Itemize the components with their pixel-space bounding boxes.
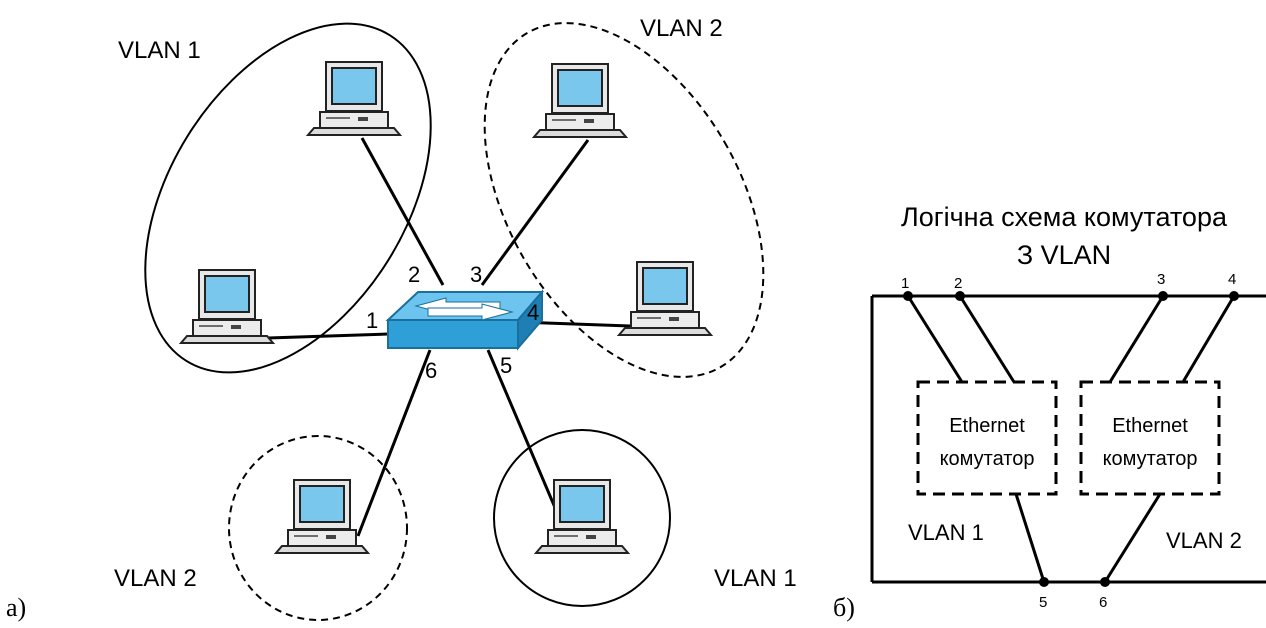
link-port5 [486,349,558,511]
ethernet-switch-box-1 [916,380,1058,496]
vlan2-group-bottom-left [228,435,408,621]
port-label-6: 6 [425,358,437,383]
logic-vlan1-label: VLAN 1 [908,520,984,545]
computer-icon-vlan1-top [307,61,401,136]
port-label-4: 4 [527,300,539,325]
switch2-label-line2: комутатор [1103,448,1198,470]
computer-icon-vlan2-top [533,63,627,138]
link-port3 [480,139,590,286]
panel-label-a: а) [6,593,26,622]
left-diagram: VLAN 1 VLAN 2 VLAN 2 VLAN 1 1 2 3 4 5 6 … [6,15,797,622]
port-dot-3 [1158,291,1168,301]
logic-port-label-1: 1 [901,275,909,292]
link-port2 [360,137,445,286]
logic-port-label-2: 2 [954,275,962,292]
port-dot-2 [955,291,965,301]
panel-label-b: б) [833,593,855,622]
logic-diagram-title-line1: Логічна схема комутатора [901,202,1228,232]
conn-port1 [906,295,964,383]
port-label-5: 5 [500,353,512,378]
port-dot-5 [1039,577,1049,587]
vlan-label-top-right: VLAN 2 [640,15,723,42]
vlan-label-top-left: VLAN 1 [118,37,201,64]
conn-port2 [958,295,1016,383]
conn-port5 [1014,493,1046,583]
vlan2-group-top-right [483,22,765,378]
port-label-1: 1 [366,308,378,333]
switch1-label-line2: комутатор [940,448,1035,470]
link-port1 [267,332,389,340]
logic-port-label-6: 6 [1099,594,1107,611]
vlan1-group-top-left [144,22,432,374]
port-dot-1 [903,291,913,301]
port-dot-4 [1229,291,1239,301]
logic-diagram-title-line2: З VLAN [1017,240,1111,270]
switch2-label-line1: Ethernet [1112,415,1188,437]
vlan-label-bottom-left: VLAN 2 [114,565,197,592]
conn-port4 [1181,295,1236,383]
computer-icon-vlan2-bottom [275,479,369,554]
computer-icon-vlan1-left [180,269,274,344]
computer-icon-vlan1-bottom [535,479,629,554]
port-dot-6 [1100,577,1110,587]
logic-port-label-3: 3 [1157,271,1165,288]
computer-icon-vlan2-right [618,261,712,336]
port-label-2: 2 [408,262,420,287]
port-label-3: 3 [470,262,482,287]
link-port6 [356,349,432,537]
logic-port-label-4: 4 [1228,271,1236,288]
logic-vlan2-label: VLAN 2 [1166,528,1242,553]
conn-port6 [1103,493,1162,583]
ethernet-switch-box-2 [1079,380,1221,496]
vlan1-group-bottom-right [493,429,671,607]
vlan-label-bottom-right: VLAN 1 [714,565,797,592]
switch-icon [385,289,545,351]
conn-port3 [1108,295,1165,383]
right-diagram: Логічна схема комутатора З VLAN Ethernet… [833,202,1266,622]
logic-port-label-5: 5 [1039,594,1047,611]
switch1-label-line1: Ethernet [949,415,1025,437]
